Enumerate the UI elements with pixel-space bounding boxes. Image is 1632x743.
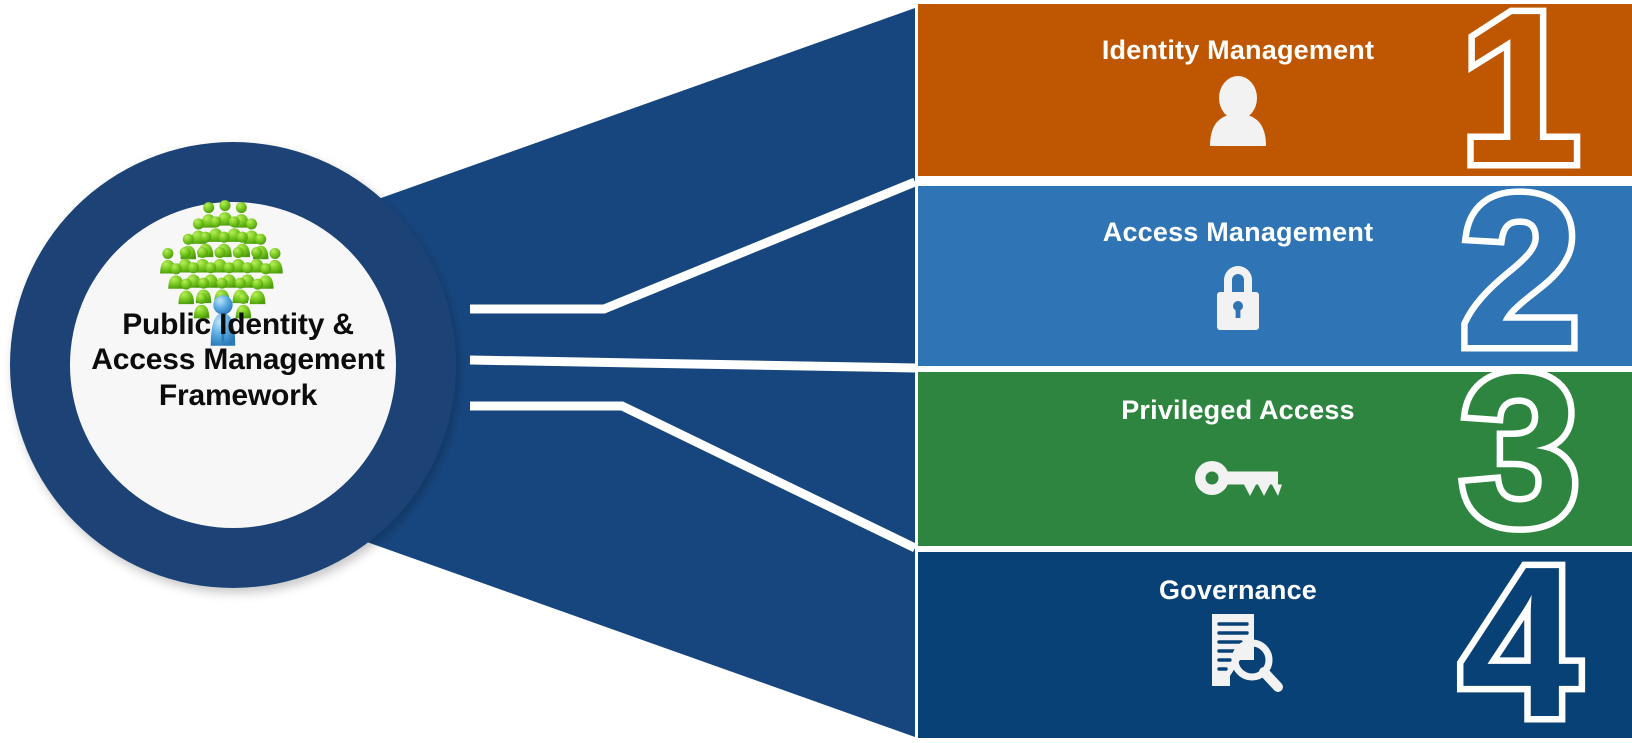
padlock-icon — [1217, 266, 1259, 330]
hub-inner-disc — [70, 202, 396, 528]
band-access-management[interactable]: 2 — [918, 144, 1632, 398]
band-3-background — [918, 372, 1632, 546]
band-1-background — [918, 4, 1632, 176]
funnel-connector — [235, 8, 917, 737]
band-1-numeral: 1 — [1460, 0, 1580, 208]
crowd-of-people-arrow-icon — [160, 200, 283, 346]
leader-figure — [210, 295, 236, 346]
band-1-label: Identity Management — [1101, 35, 1375, 65]
band-4-label: Governance — [1158, 575, 1318, 605]
band-4-numeral: 4 — [1460, 521, 1580, 743]
band-governance[interactable]: 4 — [918, 515, 1632, 743]
band-3-label: Privileged Access — [1121, 395, 1355, 425]
person-icon — [1210, 76, 1266, 146]
key-icon — [1195, 461, 1282, 496]
funnel-dividers — [469, 177, 917, 553]
band-3-numeral: 3 — [1460, 329, 1580, 570]
band-4-background — [918, 552, 1632, 738]
hub-circle[interactable] — [10, 142, 456, 588]
band-2-label: Access Management — [1102, 217, 1374, 247]
band-privileged-access[interactable]: 3 — [918, 323, 1632, 577]
document-magnifier-icon — [1212, 614, 1283, 692]
band-2-background — [918, 186, 1632, 366]
band-identity-management[interactable]: 1 — [918, 0, 1632, 215]
band-2-numeral: 2 — [1460, 150, 1580, 391]
